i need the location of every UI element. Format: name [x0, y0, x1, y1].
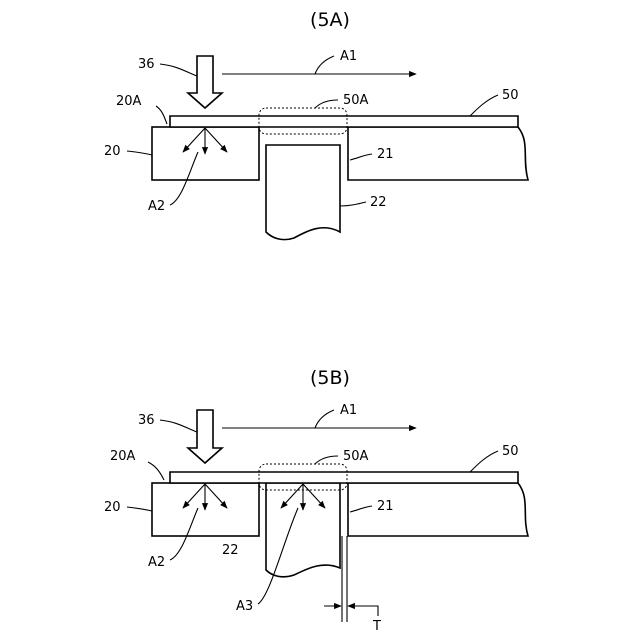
leader-nozzle: [160, 420, 197, 432]
leader-mask: [315, 456, 338, 464]
label-flow: A1: [340, 403, 357, 418]
label-flow: A1: [340, 49, 357, 64]
leader-support: [340, 202, 366, 206]
panel-title: (5A): [310, 9, 350, 31]
label-mask: 50A: [343, 93, 369, 108]
leader-nozzle: [160, 64, 197, 76]
panel-5b: (5B): [104, 367, 528, 634]
leader-surface: [156, 106, 167, 124]
nozzle-arrow: [188, 410, 222, 463]
film-layer: [170, 472, 518, 483]
label-spray-support: A3: [236, 599, 253, 614]
label-film: 50: [502, 444, 519, 459]
support-block: [266, 145, 340, 240]
label-stage: 20: [104, 144, 121, 159]
label-surface: 20A: [110, 449, 136, 464]
label-support: 22: [222, 543, 239, 558]
label-support: 22: [370, 195, 387, 210]
right-block: [348, 127, 528, 180]
label-surface: 20A: [116, 94, 142, 109]
label-spray-stage: A2: [148, 555, 165, 570]
leader-surface: [148, 462, 164, 480]
label-stage: 20: [104, 500, 121, 515]
leader-stage: [127, 507, 152, 511]
right-block: [348, 483, 528, 536]
label-thickness: T: [372, 619, 381, 634]
leader-flow: [315, 410, 334, 428]
label-nozzle: 36: [138, 413, 155, 428]
leader-thickness: [372, 606, 378, 616]
leader-film: [470, 451, 498, 472]
label-mask: 50A: [343, 449, 369, 464]
label-film: 50: [502, 88, 519, 103]
label-nozzle: 36: [138, 57, 155, 72]
panel-title: (5B): [310, 367, 350, 389]
panel-5a: (5A) 36 A1 20A 50A: [104, 9, 528, 240]
leader-mask: [315, 100, 338, 108]
label-spray-stage: A2: [148, 199, 165, 214]
leader-stage: [127, 151, 152, 155]
leader-film: [470, 95, 498, 116]
film-layer: [170, 116, 518, 127]
label-gap: 21: [377, 499, 394, 514]
nozzle-arrow: [188, 56, 222, 108]
label-gap: 21: [377, 147, 394, 162]
leader-flow: [315, 56, 334, 74]
